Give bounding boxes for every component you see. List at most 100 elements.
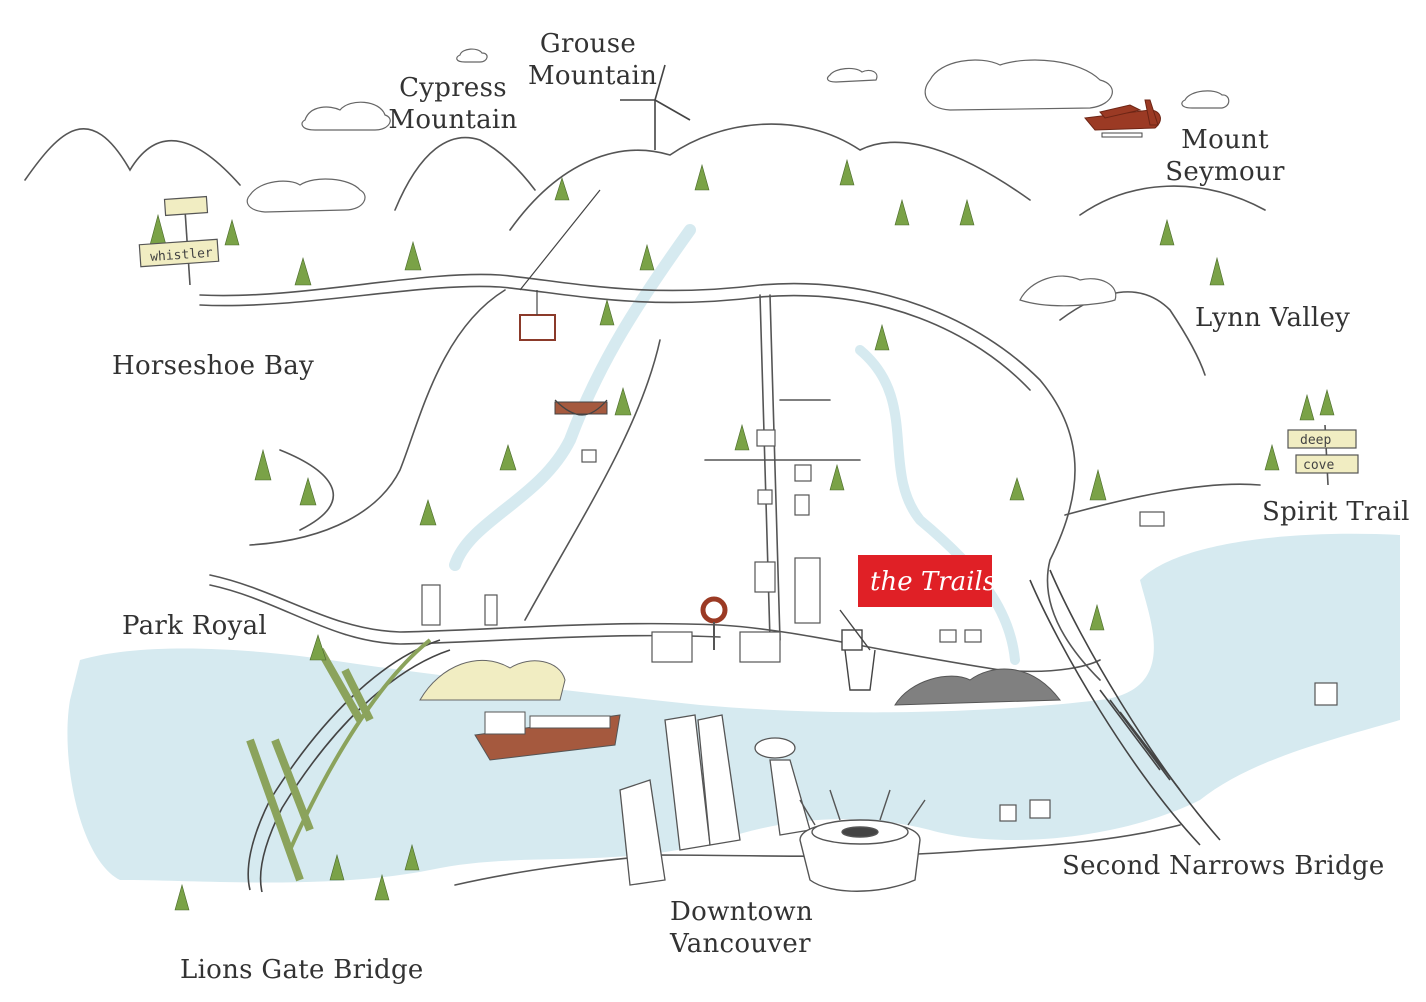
house [964, 629, 982, 643]
tree-icon [149, 213, 167, 246]
building [484, 594, 498, 626]
cargo-ship-icon [474, 711, 621, 761]
spirit-trail-road [1064, 483, 1261, 516]
building [421, 584, 441, 626]
grouse-mountain-outline [509, 123, 1031, 231]
burrard-inlet-water [67, 533, 1400, 883]
upper-levels-highway-inner [199, 285, 1031, 391]
deep-sign-text: deep [1300, 433, 1331, 448]
label-grouse-mountain: Grouse Mountain [528, 29, 658, 91]
tree-icon [404, 240, 422, 271]
building [739, 631, 781, 663]
grouse-gondola [519, 189, 601, 341]
tree-icon [294, 256, 312, 286]
house [1314, 682, 1338, 706]
label-lynn-valley: Lynn Valley [1195, 303, 1351, 333]
tree-icon [959, 198, 975, 226]
house [1029, 799, 1051, 819]
tree-icon [1159, 218, 1175, 246]
crane-icon [839, 609, 876, 691]
the-trails-logo-text: the Trails [870, 567, 996, 597]
cloud [826, 67, 878, 83]
far-west-mountain [24, 128, 241, 186]
harbour-centre-top [754, 737, 796, 759]
tree-icon [224, 218, 240, 246]
downtown-tower [697, 714, 741, 846]
seymour-mountain-outline [1079, 185, 1266, 216]
tree-icon [374, 873, 390, 901]
cove-sign-text: cove [1303, 458, 1334, 473]
cloud [1019, 275, 1117, 307]
tree-icon [839, 158, 855, 186]
tree-icon [734, 423, 750, 451]
capilano-river [449, 224, 696, 571]
house [999, 804, 1017, 822]
tree-icon [1009, 477, 1025, 501]
lonsdale-avenue [769, 294, 781, 641]
tree-icon [554, 177, 570, 201]
house [756, 429, 776, 447]
tree-icon [499, 444, 517, 471]
label-mount-seymour: Mount Seymour [1165, 125, 1285, 187]
tree-icon [639, 243, 655, 271]
house [794, 494, 810, 516]
tree-icon [1264, 443, 1280, 471]
cloud [246, 178, 366, 213]
sulphur-piles [419, 659, 566, 701]
q-sign-icon [700, 596, 728, 650]
coal-piles [894, 668, 1061, 706]
house [581, 449, 597, 463]
tree-icon [299, 476, 317, 506]
label-spirit-trail: Spirit Trail [1262, 497, 1410, 527]
side-road [524, 339, 661, 621]
tree-icon [1209, 256, 1225, 286]
the-trails-logo[interactable]: the Trails [858, 555, 996, 607]
tree-icon [599, 298, 615, 326]
wind-turbine [620, 64, 691, 150]
tree-icon [309, 634, 327, 661]
west-trail [279, 449, 335, 531]
tree-icon [419, 499, 437, 526]
whistler-sign-text: whistler [150, 246, 214, 265]
tree-icon [329, 853, 345, 881]
upper-levels-highway [199, 273, 1101, 681]
tree-icon [614, 386, 632, 416]
label-second-narrows-bridge: Second Narrows Bridge [1062, 851, 1385, 881]
tree-icon [1299, 393, 1315, 421]
house [757, 489, 773, 505]
seaplane-icon [1084, 99, 1161, 138]
building [651, 631, 693, 663]
cloud [301, 101, 391, 131]
label-cypress-mountain: Cypress Mountain [388, 73, 518, 135]
label-downtown-vancouver: Downtown Vancouver [670, 897, 814, 959]
whistler-sign: whistler [138, 195, 220, 286]
deep-cove-sign: deep cove [1287, 424, 1359, 486]
tree-icon [874, 323, 890, 351]
tree-icon [894, 198, 910, 226]
lynn-creek [855, 345, 1020, 665]
tree-icon [694, 163, 710, 191]
bc-place-stadium-icon [799, 789, 926, 892]
downtown-tower [619, 779, 666, 886]
tree-icon [404, 843, 420, 871]
cloud [456, 48, 488, 63]
tree-icon [174, 883, 190, 911]
label-lions-gate-bridge: Lions Gate Bridge [180, 955, 424, 985]
tree-icon [1089, 603, 1105, 631]
tree-icon [1319, 388, 1335, 416]
cypress-mountain-outline [394, 136, 536, 211]
label-horseshoe-bay: Horseshoe Bay [112, 351, 315, 381]
second-narrows-bridge [1029, 569, 1221, 846]
house [939, 629, 957, 643]
tree-icon [254, 448, 272, 481]
house [1139, 511, 1165, 527]
tree-icon [1089, 468, 1107, 501]
cloud [924, 59, 1113, 111]
suspension-footbridge [554, 399, 608, 416]
cloud [1181, 90, 1230, 109]
lions-gate-bridge [246, 638, 451, 893]
label-park-royal: Park Royal [122, 611, 268, 641]
tree-icon [829, 463, 845, 491]
